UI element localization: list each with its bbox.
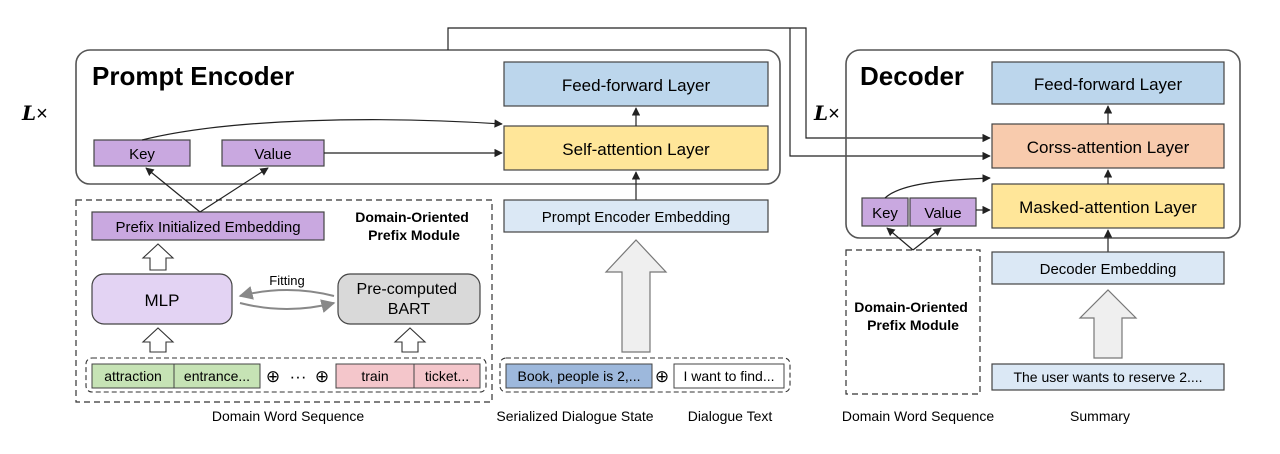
decoder-frame [845,49,1241,239]
decoder-cross-attention-label: Corss-attention Layer [1027,138,1190,157]
oplus-symbol: ⊕ [266,367,280,386]
token-train [335,363,415,389]
prompt-encoder-embedding-box [503,199,769,233]
encoder-output-connector-inner [789,28,991,161]
prefix-to-key-arrow [145,167,201,213]
input-to-embedding-big-arrow [604,239,668,353]
decoder-key-box [861,197,909,227]
dialogue-text-label: I want to find... [683,368,774,384]
oplus-symbol: ⊕ [655,367,669,386]
decoder-value-box [909,197,977,227]
mlp-to-prefix-hollow-arrow [141,243,175,271]
token-ticket [413,363,481,389]
prefix-to-value-arrow [199,167,269,213]
token-ticket-label: ticket... [425,368,469,384]
decoder-feed-forward-box [991,61,1225,105]
prefix-embedding-label: Prefix Initialized Embedding [115,219,300,236]
decoder-masked-attention-label: Masked-attention Layer [1019,198,1197,217]
summary-to-embedding-big-arrow [1078,289,1138,359]
fitting-arrow-bottom [239,299,336,313]
encoder-frame [75,49,781,185]
token-attraction-label: attraction [104,368,162,384]
decoder-domain-word-sequence-caption: Domain Word Sequence [842,408,994,424]
decoder-cross-attention-box [991,123,1225,169]
tokens-to-bart-hollow-arrow [393,327,427,353]
token-attraction [91,363,175,389]
serialized-dialogue-state-caption: Serialized Dialogue State [496,408,653,424]
encoder-title: Prompt Encoder [92,61,294,91]
encoder-repeat-label: L× [21,101,48,125]
summary-box [991,363,1225,391]
encoder-value-box [221,139,325,167]
dialogue-state-label: Book, people is 2,... [518,368,641,384]
decoder-key-label: Key [872,205,898,222]
decoder-embedding-box [991,251,1225,285]
domain-tokens-frame [85,357,487,393]
encoder-value-label: Value [254,146,291,163]
encoder-self-attention-box [503,125,769,171]
summary-label: The user wants to reserve 2.... [1013,369,1202,385]
encoder-self-attention-label: Self-attention Layer [562,140,710,159]
oplus-symbol: ⊕ [315,367,329,386]
decoder-feed-forward-label: Feed-forward Layer [1034,75,1183,94]
token-train-label: train [361,368,388,384]
decoder-repeat-label: L× [813,101,840,125]
encoder-key-label: Key [129,146,155,163]
fitting-arrow-top [238,286,335,300]
prefix-module-frame [75,199,493,403]
encoder-feed-forward-label: Feed-forward Layer [562,76,711,95]
dialogue-state-box [505,363,653,389]
ellipsis-symbol: ··· [290,367,307,386]
prefix-module-title: Domain-Oriented Prefix Module [355,209,472,243]
decoder-prefix-to-value-arrow [912,227,942,251]
decoder-prefix-module-title: Domain-Oriented Prefix Module [854,299,971,333]
summary-caption: Summary [1070,408,1130,424]
encoder-output-connector-outer [447,27,991,143]
dialogue-text-caption: Dialogue Text [688,408,773,424]
prefix-embedding-box [91,211,325,241]
decoder-title: Decoder [860,61,964,91]
decoder-embedding-label: Decoder Embedding [1040,261,1177,278]
decoder-prefix-to-key-arrow [886,227,914,251]
prompt-encoder-embedding-label: Prompt Encoder Embedding [542,209,730,226]
fitting-label: Fitting [269,273,304,288]
mlp-label: MLP [145,291,180,310]
encoder-feed-forward-box [503,61,769,107]
dialogue-text-box [673,363,785,389]
token-entrance-label: entrance... [184,368,250,384]
decoder-value-label: Value [924,205,961,222]
domain-word-sequence-caption: Domain Word Sequence [212,408,364,424]
decoder-key-to-masked-arrow [884,174,991,199]
token-entrance [173,363,261,389]
bart-box [337,273,481,325]
tokens-to-mlp-hollow-arrow [141,327,175,353]
bart-label: Pre-computed BART [357,281,462,318]
decoder-prefix-module-frame [845,249,981,395]
dialogue-input-frame [499,357,791,393]
key-to-self-attention-arrow [141,119,503,141]
mlp-box [91,273,233,325]
